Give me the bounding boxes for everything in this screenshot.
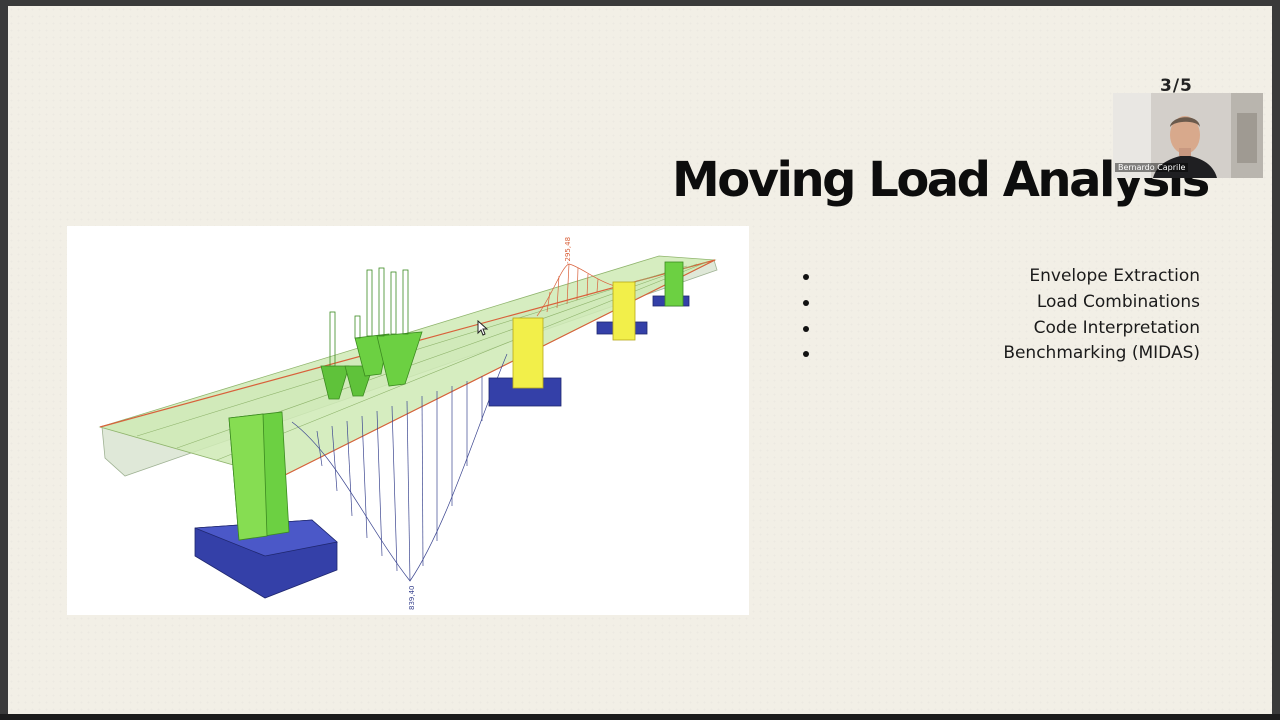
slide-page-indicator: 3/5	[1160, 76, 1193, 96]
window-frame-top	[0, 0, 1280, 6]
max-moment-label: -295,48	[564, 237, 572, 264]
bullet-text: Envelope Extraction	[1029, 266, 1200, 286]
bullet-dot-icon	[803, 274, 809, 280]
pier	[512, 317, 544, 389]
pier-face	[228, 413, 268, 541]
bullet-item: Envelope Extraction	[800, 264, 1200, 290]
bridge-moving-load-figure: -295,48 839,40	[67, 226, 749, 615]
vehicle-load-arrows	[320, 267, 423, 400]
pier	[664, 261, 684, 307]
window-frame-left	[0, 0, 8, 720]
bullet-item: Benchmarking (MIDAS)	[800, 341, 1200, 367]
bullet-text: Code Interpretation	[1033, 317, 1200, 338]
bullet-dot-icon	[803, 299, 809, 306]
bullet-text: Benchmarking (MIDAS)	[1003, 343, 1200, 364]
bullet-item: Code Interpretation	[800, 316, 1200, 342]
bridge-model-drawing: -295,48 839,40	[98, 237, 718, 611]
window-frame-bottom	[0, 714, 1280, 720]
bullet-dot-icon	[803, 351, 809, 358]
webcam-overlay[interactable]: Bernardo Caprile	[1113, 93, 1263, 178]
mouse-cursor-icon	[477, 319, 489, 340]
deck-edge-line	[278, 259, 716, 479]
webcam-video	[1113, 93, 1263, 178]
min-moment-label: 839,40	[408, 586, 416, 611]
moment-diagram-negative	[536, 263, 616, 317]
bullet-dot-icon	[803, 325, 809, 332]
bullet-text: Load Combinations	[1036, 291, 1200, 312]
bullet-item: Load Combinations	[800, 290, 1200, 316]
participant-name: Bernardo Caprile	[1115, 163, 1189, 172]
pier	[612, 281, 636, 341]
window-frame-right	[1272, 0, 1280, 720]
slide-bullet-list: Envelope Extraction Load Combinations Co…	[800, 264, 1200, 367]
moment-diagram-positive	[291, 353, 508, 582]
